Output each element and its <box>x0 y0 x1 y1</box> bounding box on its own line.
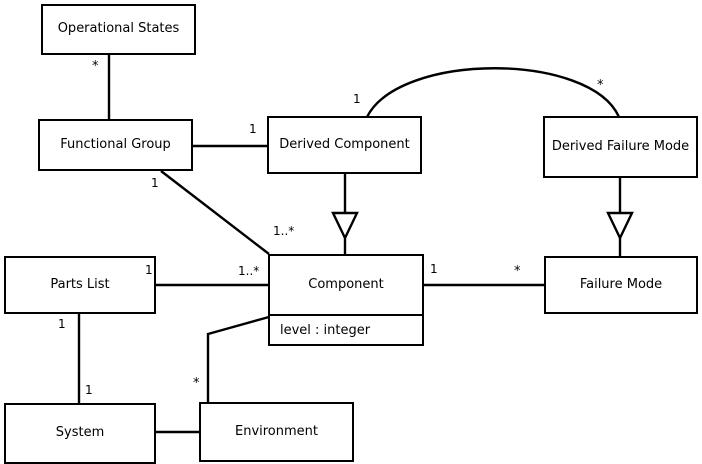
multiplicity-failure-mode-left: * <box>514 264 521 279</box>
multiplicity-component-left: 1..* <box>238 264 260 278</box>
class-name-functional-group: Functional Group <box>60 136 171 152</box>
multiplicity-functional-group-component: 1 <box>151 176 159 190</box>
multiplicity-functional-group-derived-component: 1 <box>249 122 257 136</box>
multiplicity-derived-component-arc: 1 <box>353 92 361 106</box>
class-name-derived-failure-mode: Derived Failure Mode <box>551 138 690 154</box>
multiplicity-operational-states-functional-group: * <box>92 59 99 74</box>
multiplicity-parts-list-system-top: 1 <box>58 317 66 331</box>
multiplicity-component-diagonal: 1..* <box>273 224 295 238</box>
class-box-failure-mode[interactable]: Failure Mode <box>544 256 698 314</box>
class-box-parts-list[interactable]: Parts List <box>4 256 156 314</box>
multiplicity-component-right: 1 <box>430 262 438 276</box>
edge-environment-component <box>206 315 270 402</box>
generalization-triangle-derived-component <box>331 211 359 241</box>
class-box-operational-states[interactable]: Operational States <box>41 4 196 55</box>
generalization-triangle-derived-failure-mode <box>606 211 634 241</box>
class-attribute-component-level: level : integer <box>270 314 422 344</box>
class-name-operational-states: Operational States <box>57 21 180 37</box>
class-name-environment: Environment <box>234 423 318 439</box>
multiplicity-derived-failure-mode-arc: * <box>597 78 604 93</box>
class-box-component[interactable]: Component level : integer <box>268 254 424 346</box>
class-box-functional-group[interactable]: Functional Group <box>38 119 193 171</box>
class-name-derived-component: Derived Component <box>279 136 410 152</box>
class-box-derived-component[interactable]: Derived Component <box>267 116 422 174</box>
class-box-environment[interactable]: Environment <box>199 402 354 462</box>
edge-functional-group-component <box>160 170 270 255</box>
class-name-component: Component <box>308 276 384 292</box>
class-box-derived-failure-mode[interactable]: Derived Failure Mode <box>543 116 698 178</box>
edge-derived-component-derived-failure-mode <box>365 67 621 118</box>
class-name-system: System <box>55 425 105 441</box>
class-box-system[interactable]: System <box>4 403 156 464</box>
class-name-parts-list: Parts List <box>50 276 110 292</box>
multiplicity-parts-list-right: 1 <box>145 263 153 277</box>
multiplicity-environment-component: * <box>193 376 200 391</box>
class-name-failure-mode: Failure Mode <box>579 276 663 292</box>
multiplicity-parts-list-system-bottom: 1 <box>85 383 93 397</box>
